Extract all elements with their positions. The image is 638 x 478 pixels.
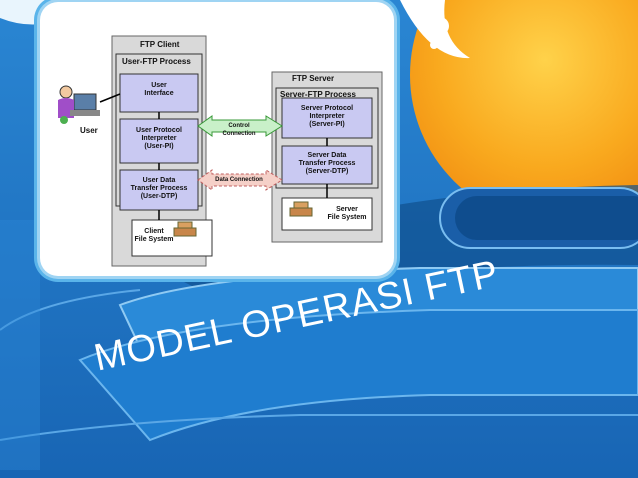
user-label: User	[80, 126, 98, 135]
server-pi-box	[281, 97, 373, 139]
user-icon	[58, 85, 100, 124]
data-connection-arrow	[197, 169, 283, 191]
data-connection-label: Data Connection	[215, 177, 263, 183]
user-dtp-box	[119, 169, 199, 211]
control-connection-arrow	[197, 115, 283, 137]
client-fs-box	[131, 219, 213, 257]
server-pi-label: Server Protocol Interpreter (Server-PI)	[300, 105, 354, 128]
user-interface-box	[119, 73, 199, 113]
client-process-title: User-FTP Process	[122, 57, 191, 66]
server-process-title: Server-FTP Process	[280, 90, 356, 99]
server-dtp-label: Server Data Transfer Process (Server-DTP…	[298, 152, 356, 175]
diagram-card: FTP Client User-FTP Process User Interfa…	[40, 2, 394, 276]
user-interface-label: User Interface	[144, 82, 174, 97]
ftp-diagram	[58, 35, 383, 267]
client-title: FTP Client	[140, 40, 180, 49]
client-fs-icon	[173, 221, 197, 237]
server-fs-icon	[289, 201, 313, 217]
client-fs-label: Client File System	[134, 228, 174, 243]
user-dtp-label: User Data Transfer Process (User-DTP)	[130, 177, 188, 200]
control-connection-label: Control Connection	[222, 123, 256, 137]
user-link	[99, 93, 121, 103]
server-fs-label: Server File System	[327, 206, 367, 221]
server-title: FTP Server	[292, 74, 335, 83]
user-pi-label: User Protocol Interpreter (User-PI)	[136, 127, 182, 150]
